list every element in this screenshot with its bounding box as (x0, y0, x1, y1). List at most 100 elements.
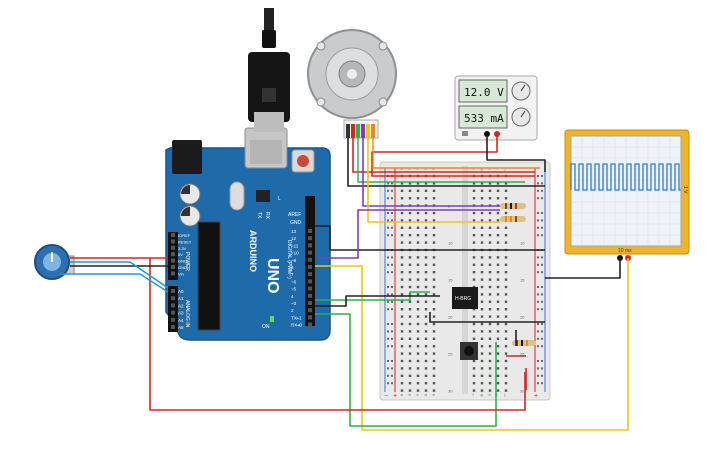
rail-hole[interactable] (537, 286, 539, 288)
digital-pin[interactable] (308, 265, 312, 269)
breadboard-hole[interactable] (488, 382, 492, 385)
breadboard-hole[interactable] (432, 182, 436, 185)
rail-hole[interactable] (387, 382, 389, 385)
breadboard-hole[interactable] (400, 374, 404, 377)
digital-pin[interactable] (308, 279, 312, 284)
breadboard-hole[interactable] (488, 322, 492, 326)
breadboard-hole[interactable] (424, 182, 428, 185)
rail-hole[interactable] (541, 308, 543, 311)
breadboard-hole[interactable] (496, 293, 500, 296)
rail-hole[interactable] (541, 175, 543, 177)
breadboard-hole[interactable] (408, 337, 412, 340)
breadboard-hole[interactable] (488, 300, 492, 303)
rail-hole[interactable] (391, 367, 393, 370)
breadboard-hole[interactable] (424, 278, 428, 281)
rail-hole[interactable] (391, 263, 393, 266)
breadboard-hole[interactable] (432, 211, 436, 215)
rail-hole[interactable] (391, 182, 393, 185)
breadboard-hole[interactable] (400, 337, 404, 340)
breadboard-hole[interactable] (424, 197, 428, 200)
breadboard-hole[interactable] (488, 256, 492, 259)
breadboard-hole[interactable] (432, 241, 436, 244)
breadboard-hole[interactable] (408, 359, 412, 363)
breadboard-hole[interactable] (424, 359, 428, 363)
breadboard-hole[interactable] (480, 241, 484, 244)
breadboard-hole[interactable] (400, 211, 404, 215)
digital-pin[interactable] (308, 257, 312, 262)
wire-motor-orange[interactable] (372, 138, 540, 169)
breadboard-hole[interactable] (408, 234, 412, 237)
breadboard-hole[interactable] (400, 308, 404, 311)
breadboard-hole[interactable] (424, 345, 428, 348)
wire-scope-ground[interactable] (545, 258, 621, 279)
arduino-uno-board[interactable]: ARDUINO UNO DIGITAL (PWM~) POWER ANALOG … (165, 127, 331, 341)
analog-pin[interactable] (171, 303, 175, 308)
rail-hole[interactable] (387, 323, 389, 325)
breadboard-hole[interactable] (472, 271, 476, 274)
rail-hole[interactable] (541, 345, 543, 348)
breadboard-hole[interactable] (504, 241, 508, 244)
breadboard-hole[interactable] (400, 367, 404, 370)
rail-hole[interactable] (537, 323, 539, 325)
digital-pin[interactable] (308, 236, 312, 241)
rail-hole[interactable] (537, 219, 539, 222)
breadboard-hole[interactable] (400, 345, 404, 348)
rail-hole[interactable] (541, 323, 543, 325)
breadboard-hole[interactable] (504, 211, 508, 215)
rail-hole[interactable] (387, 374, 389, 377)
breadboard-hole[interactable] (480, 389, 484, 392)
breadboard-hole[interactable] (496, 226, 500, 229)
breadboard-hole[interactable] (424, 352, 428, 355)
breadboard-hole[interactable] (480, 226, 484, 229)
breadboard-hole[interactable] (480, 189, 484, 192)
breadboard-hole[interactable] (496, 271, 500, 274)
breadboard-hole[interactable] (432, 197, 436, 200)
breadboard-hole[interactable] (416, 322, 420, 326)
breadboard-hole[interactable] (432, 315, 436, 318)
rail-hole[interactable] (391, 330, 393, 333)
wire-gnd-to-breadboard[interactable] (315, 225, 545, 251)
digital-pin[interactable] (308, 243, 312, 248)
breadboard-hole[interactable] (400, 315, 404, 318)
breadboard-hole[interactable] (432, 226, 436, 229)
breadboard-hole[interactable] (480, 234, 484, 237)
breadboard-hole[interactable] (408, 322, 412, 326)
breadboard-hole[interactable] (504, 278, 508, 281)
rail-hole[interactable] (541, 367, 543, 370)
breadboard-hole[interactable] (472, 234, 476, 237)
breadboard-hole[interactable] (408, 219, 412, 222)
motor-driver-ic[interactable]: H-BRG (452, 287, 478, 309)
digital-pin[interactable] (308, 286, 312, 291)
breadboard-hole[interactable] (504, 234, 508, 237)
breadboard-hole[interactable] (432, 219, 436, 222)
rail-hole[interactable] (541, 226, 543, 229)
breadboard-hole[interactable] (504, 337, 508, 340)
breadboard-hole[interactable] (432, 352, 436, 355)
breadboard-hole[interactable] (472, 330, 476, 333)
breadboard-hole[interactable] (488, 189, 492, 192)
breadboard-hole[interactable] (432, 345, 436, 348)
breadboard-hole[interactable] (416, 197, 420, 200)
rail-hole[interactable] (537, 212, 539, 214)
breadboard-hole[interactable] (432, 330, 436, 333)
breadboard-hole[interactable] (432, 293, 436, 296)
wire-supply-negative[interactable] (486, 136, 546, 172)
breadboard-hole[interactable] (416, 182, 420, 185)
breadboard-hole[interactable] (480, 219, 484, 222)
breadboard-hole[interactable] (480, 330, 484, 333)
breadboard-hole[interactable] (488, 293, 492, 296)
breadboard-hole[interactable] (400, 382, 404, 385)
breadboard-hole[interactable] (408, 308, 412, 311)
wire-pin3-green[interactable] (315, 313, 497, 427)
rail-hole[interactable] (537, 189, 539, 192)
wire-pot-signal-blue[interactable] (70, 261, 169, 289)
rail-hole[interactable] (387, 308, 389, 311)
supply-negative-terminal[interactable] (484, 131, 490, 137)
breadboard-hole[interactable] (488, 337, 492, 340)
breadboard-hole[interactable] (480, 359, 484, 363)
rail-hole[interactable] (541, 360, 543, 362)
breadboard-hole[interactable] (480, 293, 484, 296)
rail-hole[interactable] (541, 337, 543, 340)
breadboard-hole[interactable] (480, 285, 484, 289)
breadboard-hole[interactable] (432, 285, 436, 289)
